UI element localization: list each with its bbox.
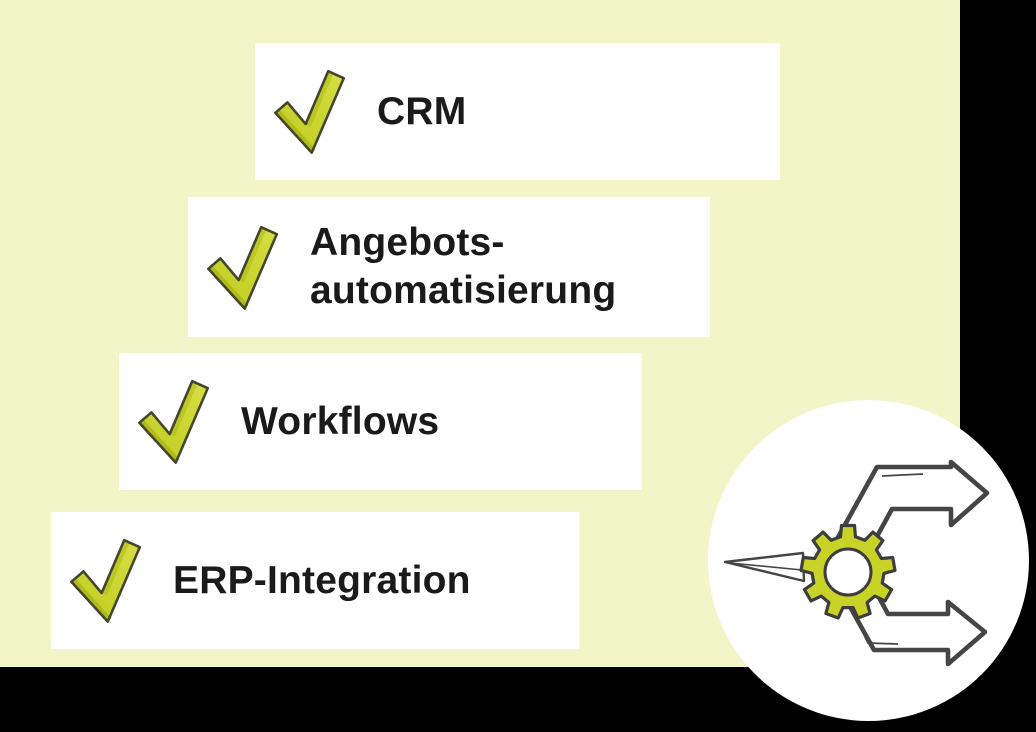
checklist-card-workflows: Workflows: [119, 353, 642, 490]
gear-branching-arrows-icon: [708, 400, 1029, 721]
gear-icon: [799, 523, 897, 620]
label-line: Angebots-: [310, 221, 505, 264]
checklist-label: ERP-Integration: [173, 557, 471, 605]
label-line: automatisierung: [310, 269, 617, 312]
label-line: CRM: [377, 89, 467, 133]
check-icon: [67, 535, 145, 626]
checklist-label: Angebots- automatisierung: [310, 219, 616, 315]
checklist-label: Workflows: [241, 398, 439, 446]
checklist-card-erp-integration: ERP-Integration: [51, 512, 579, 649]
checklist-label: CRM: [377, 88, 466, 136]
checklist-card-angebotsautomatisierung: Angebots- automatisierung: [188, 197, 710, 337]
label-line: ERP-Integration: [173, 558, 471, 602]
automation-badge: [708, 400, 1029, 721]
label-line: Workflows: [241, 399, 440, 443]
check-icon: [135, 376, 213, 467]
check-icon: [271, 66, 349, 157]
check-icon: [204, 222, 282, 313]
checklist-card-crm: CRM: [255, 43, 780, 180]
